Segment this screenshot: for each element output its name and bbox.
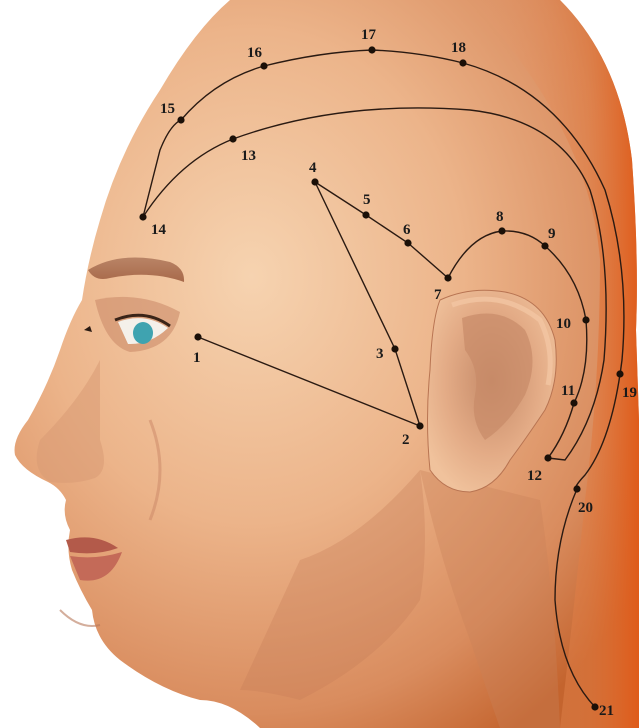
iris (133, 322, 153, 344)
landmark-label-19: 19 (622, 385, 637, 401)
landmark-point-17 (368, 46, 375, 53)
landmark-point-14 (139, 213, 146, 220)
landmark-point-10 (582, 316, 589, 323)
landmark-label-10: 10 (556, 316, 571, 332)
landmark-label-21: 21 (599, 703, 614, 719)
landmark-point-16 (260, 62, 267, 69)
landmark-label-6: 6 (403, 222, 411, 238)
landmark-label-5: 5 (363, 192, 371, 208)
landmark-point-13 (229, 135, 236, 142)
landmark-point-5 (362, 211, 369, 218)
landmark-point-1 (194, 333, 201, 340)
landmark-point-18 (459, 59, 466, 66)
landmark-point-9 (541, 242, 548, 249)
landmark-label-8: 8 (496, 209, 504, 225)
landmark-point-3 (391, 345, 398, 352)
landmark-label-12: 12 (527, 468, 542, 484)
landmark-label-14: 14 (151, 222, 167, 238)
landmark-label-4: 4 (309, 160, 317, 176)
landmark-label-3: 3 (376, 346, 384, 362)
landmark-label-15: 15 (160, 101, 175, 117)
landmark-point-21 (591, 703, 598, 710)
landmark-label-20: 20 (578, 500, 593, 516)
landmark-label-2: 2 (402, 432, 410, 448)
landmark-label-11: 11 (561, 383, 575, 399)
landmark-point-8 (498, 227, 505, 234)
landmark-point-2 (416, 422, 423, 429)
landmark-point-19 (616, 370, 623, 377)
landmark-point-12 (544, 454, 551, 461)
landmark-point-7 (444, 274, 451, 281)
landmark-label-9: 9 (548, 226, 556, 242)
landmark-label-13: 13 (241, 148, 256, 164)
landmark-point-15 (177, 116, 184, 123)
landmark-point-11 (570, 399, 577, 406)
landmark-point-4 (311, 178, 318, 185)
landmark-label-16: 16 (247, 45, 263, 61)
landmark-point-6 (404, 239, 411, 246)
landmark-label-7: 7 (434, 287, 442, 303)
landmark-label-18: 18 (451, 40, 466, 56)
landmark-point-20 (573, 485, 580, 492)
landmark-label-1: 1 (193, 350, 201, 366)
landmark-label-17: 17 (361, 27, 377, 43)
